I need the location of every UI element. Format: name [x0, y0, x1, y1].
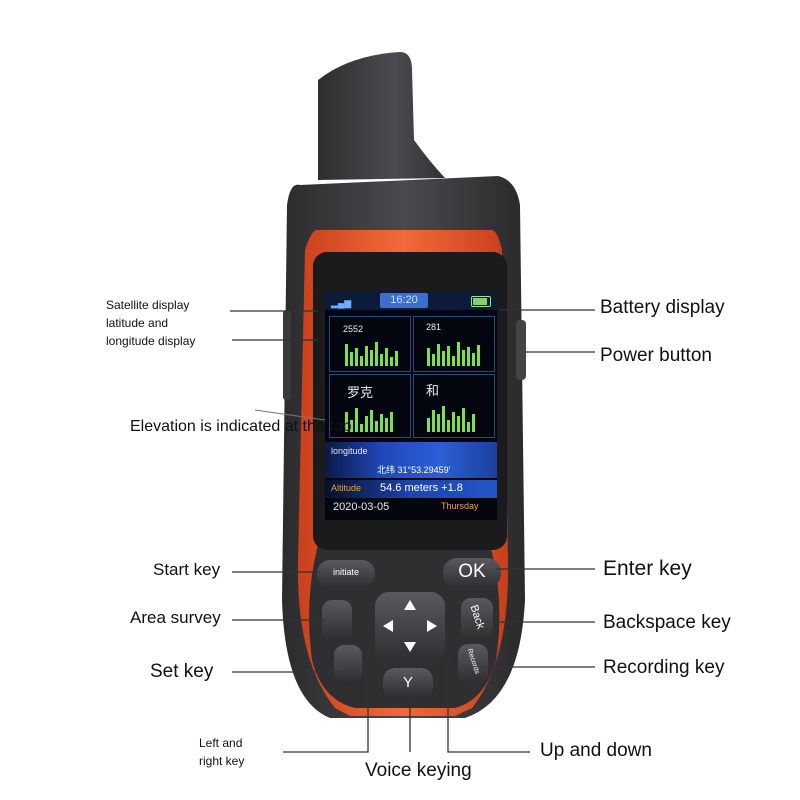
coordinate-value: 北纬 31°53.29459'	[377, 465, 451, 475]
dpad-right-icon	[427, 620, 437, 632]
ok-key	[443, 558, 501, 588]
backspace-key-callout: Backspace key	[603, 612, 731, 633]
antenna	[318, 52, 445, 180]
dpad-left-icon	[383, 620, 393, 632]
left-right-line-2: right key	[199, 754, 245, 768]
gps-screen: ▂▄▆ 16:20 2552 281 罗克 和 longitude 北纬 31°…	[325, 292, 497, 520]
recording-key-callout: Recording key	[603, 657, 725, 678]
initiate-key	[317, 560, 375, 588]
satellite-bars-4	[427, 402, 487, 432]
satellite-panel-3	[329, 374, 411, 438]
power-button-callout: Power button	[600, 345, 712, 366]
satellite-panel-1	[329, 316, 411, 372]
voice-keying-callout: Voice keying	[365, 760, 472, 781]
longitude-label: longitude	[331, 446, 368, 456]
satellite-display-callout: Satellite display latitude and longitude…	[106, 296, 195, 350]
satellite-display-line-1: Satellite display	[106, 298, 190, 312]
signal-icon: ▂▄▆	[331, 298, 352, 308]
satellite-bars-3	[345, 402, 405, 432]
satellite-display-line-2: latitude and	[106, 316, 169, 330]
power-button	[516, 320, 526, 380]
area-survey-callout: Area survey	[130, 608, 221, 627]
left-side-button	[283, 310, 291, 400]
dpad-down-icon	[404, 642, 416, 652]
status-time: 16:20	[380, 293, 428, 308]
altitude-value: 54.6 meters +1.8	[380, 482, 463, 494]
set-key-callout: Set key	[150, 661, 214, 682]
elevation-callout: Elevation is indicated at the top	[130, 418, 352, 435]
records-key	[458, 644, 488, 684]
panel3-label: 罗克	[347, 385, 374, 400]
battery-icon	[471, 296, 491, 307]
satellite-bars-2	[427, 338, 487, 366]
dpad-up-icon	[404, 600, 416, 610]
set-key	[334, 645, 362, 683]
panel4-label: 和	[426, 383, 440, 398]
date-value: 2020-03-05	[333, 501, 390, 513]
satellite-panel-2	[413, 316, 495, 372]
ok-key-label[interactable]: OK	[458, 561, 486, 582]
panel1-count: 2552	[343, 324, 364, 334]
start-key-callout: Start key	[153, 560, 221, 579]
altitude-label: Altitude	[331, 483, 362, 493]
enter-key-callout: Enter key	[603, 557, 692, 580]
left-right-line-1: Left and	[199, 736, 243, 750]
panel2-count: 281	[426, 322, 442, 332]
satellite-bars-1	[345, 338, 405, 366]
satellite-panel-4	[413, 374, 495, 438]
weekday-value: Thursday	[441, 501, 479, 511]
initiate-key-label[interactable]: initiate	[332, 567, 359, 577]
y-key-label[interactable]: Y	[402, 674, 413, 691]
altitude-band	[325, 480, 497, 498]
dpad	[375, 592, 445, 662]
longitude-band	[325, 442, 497, 478]
back-key	[461, 598, 493, 640]
left-right-callout: Left and right key	[199, 734, 244, 770]
battery-display-callout: Battery display	[600, 297, 725, 318]
area-survey-key	[322, 600, 352, 640]
satellite-display-line-3: longitude display	[106, 334, 196, 348]
y-key	[383, 668, 433, 698]
up-down-callout: Up and down	[540, 740, 652, 761]
